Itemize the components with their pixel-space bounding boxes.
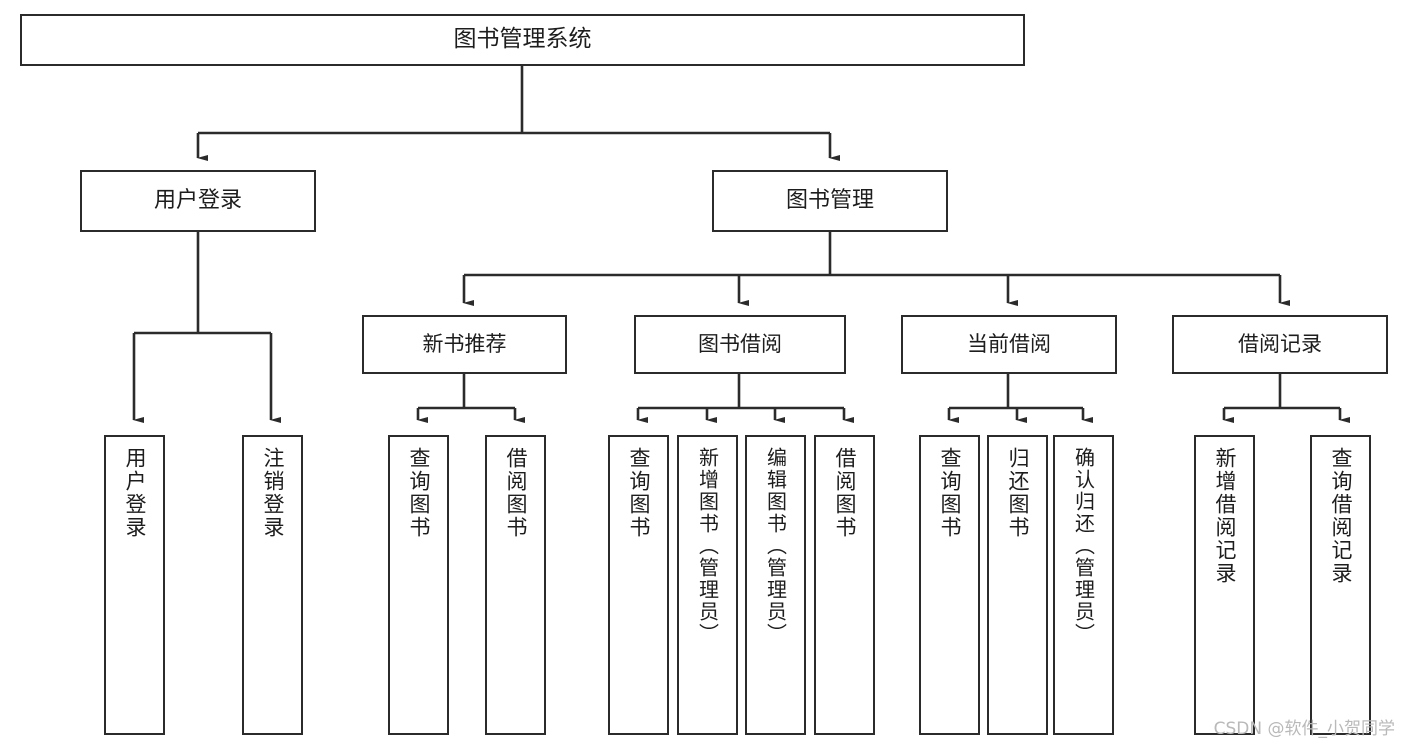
node-current-borrow[interactable]: 当前借阅 bbox=[901, 315, 1117, 374]
node-label: 查询借阅记录 bbox=[1329, 447, 1353, 585]
node-label: 编辑图书（管理员） bbox=[763, 447, 788, 645]
leaf-edit-book-admin[interactable]: 编辑图书（管理员） bbox=[745, 435, 806, 735]
node-label: 用户登录 bbox=[123, 447, 147, 539]
node-label: 新书推荐 bbox=[422, 331, 507, 356]
leaf-query-book-current[interactable]: 查询图书 bbox=[919, 435, 980, 735]
node-label: 借阅记录 bbox=[1238, 331, 1322, 356]
node-label: 查询图书 bbox=[627, 447, 651, 539]
leaf-query-book-borrow[interactable]: 查询图书 bbox=[608, 435, 669, 735]
node-label: 图书管理系统 bbox=[453, 26, 592, 53]
leaf-add-book-admin[interactable]: 新增图书（管理员） bbox=[677, 435, 738, 735]
node-label: 图书借阅 bbox=[698, 331, 782, 356]
leaf-query-book-recommend[interactable]: 查询图书 bbox=[388, 435, 449, 735]
node-label: 确认归还（管理员） bbox=[1071, 447, 1096, 645]
node-label: 归还图书 bbox=[1006, 447, 1030, 539]
leaf-borrow-book-recommend[interactable]: 借阅图书 bbox=[485, 435, 546, 735]
node-root-system[interactable]: 图书管理系统 bbox=[20, 14, 1025, 66]
leaf-add-borrow-record[interactable]: 新增借阅记录 bbox=[1194, 435, 1255, 735]
leaf-user-login[interactable]: 用户登录 bbox=[104, 435, 165, 735]
node-label: 当前借阅 bbox=[967, 331, 1051, 356]
leaf-logout[interactable]: 注销登录 bbox=[242, 435, 303, 735]
node-label: 图书管理 bbox=[785, 187, 874, 213]
node-label: 新增借阅记录 bbox=[1213, 447, 1237, 585]
node-label: 查询图书 bbox=[938, 447, 962, 539]
watermark-text: CSDN @软件_小贺同学 bbox=[1213, 719, 1395, 739]
node-label: 新增图书（管理员） bbox=[695, 447, 720, 645]
leaf-return-book[interactable]: 归还图书 bbox=[987, 435, 1048, 735]
node-book-borrow[interactable]: 图书借阅 bbox=[634, 315, 846, 374]
node-label: 查询图书 bbox=[407, 447, 431, 539]
node-label: 用户登录 bbox=[153, 187, 242, 213]
node-label: 借阅图书 bbox=[504, 447, 528, 539]
leaf-query-borrow-record[interactable]: 查询借阅记录 bbox=[1310, 435, 1371, 735]
node-label: 注销登录 bbox=[261, 447, 285, 539]
node-borrow-record[interactable]: 借阅记录 bbox=[1172, 315, 1388, 374]
node-new-book-recommend[interactable]: 新书推荐 bbox=[362, 315, 567, 374]
leaf-borrow-book[interactable]: 借阅图书 bbox=[814, 435, 875, 735]
leaf-confirm-return-admin[interactable]: 确认归还（管理员） bbox=[1053, 435, 1114, 735]
node-label: 借阅图书 bbox=[833, 447, 857, 539]
node-user-login[interactable]: 用户登录 bbox=[80, 170, 316, 232]
node-book-management[interactable]: 图书管理 bbox=[712, 170, 948, 232]
